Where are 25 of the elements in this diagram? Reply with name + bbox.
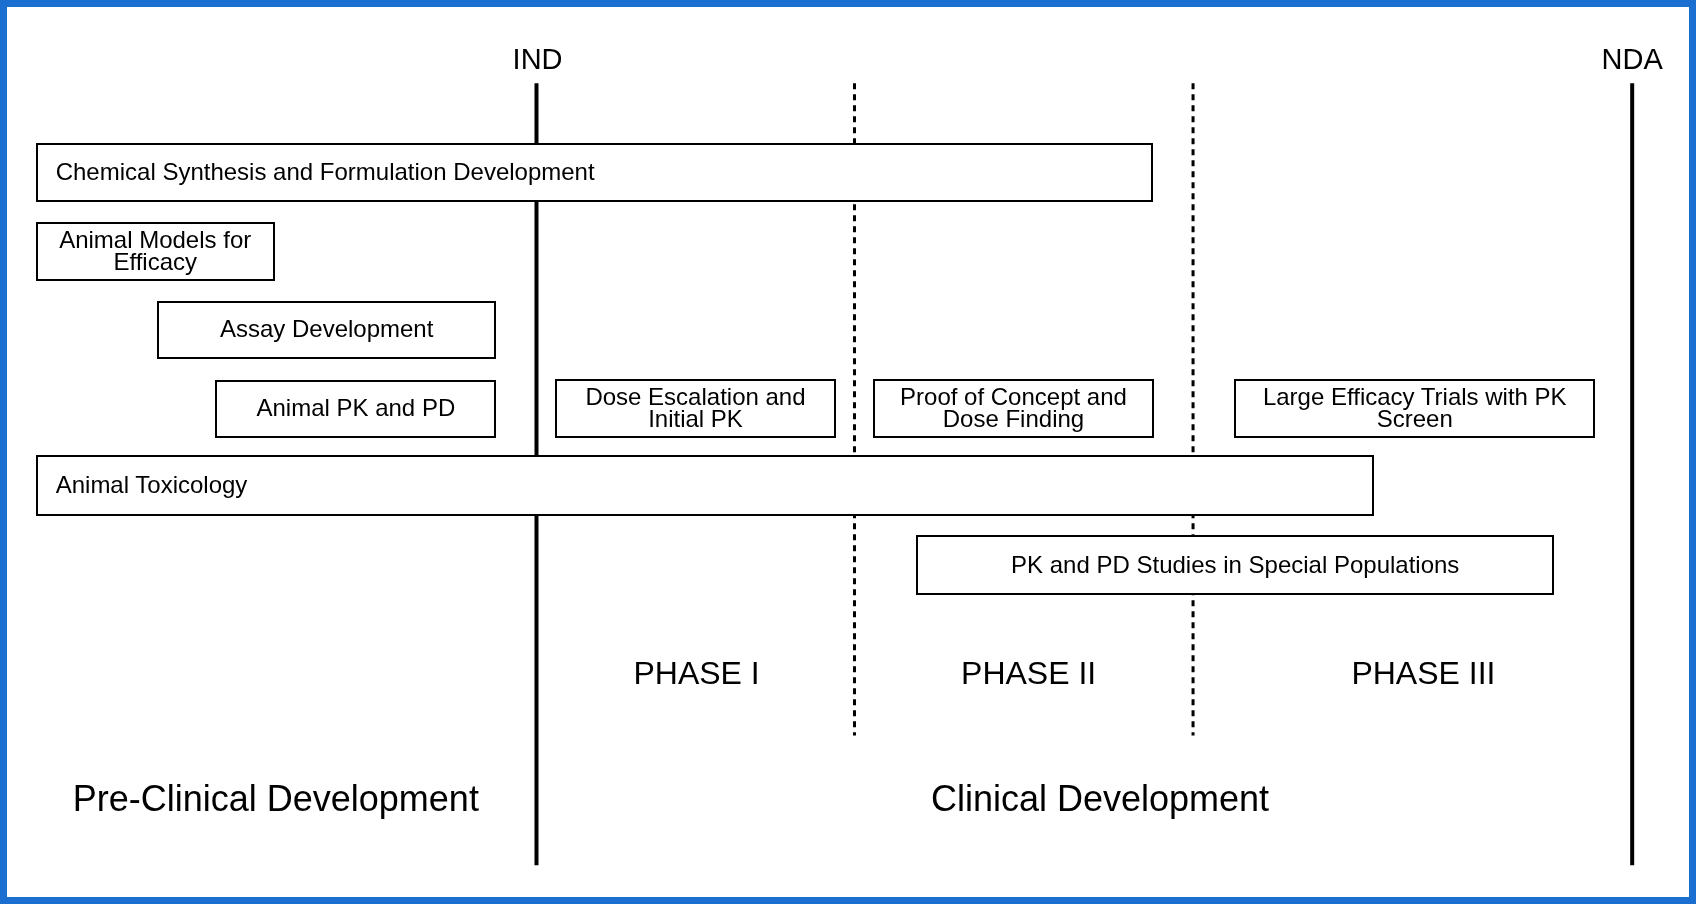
stage-label: Clinical Development — [930, 778, 1270, 821]
activity-bar — [215, 379, 497, 439]
activity-bar — [872, 378, 1155, 439]
activity-label: Large Efficacy Trials with PK Screen — [1261, 385, 1568, 432]
milestone-label: IND — [512, 43, 563, 76]
activity-label: Animal Toxicology — [55, 474, 248, 498]
activity-bar — [916, 535, 1555, 595]
activity-bar — [156, 300, 497, 360]
activity-bar — [35, 221, 275, 282]
activity-label: PK and PD Studies in Special Populations — [1011, 553, 1460, 577]
phase-label: PHASE I — [633, 654, 760, 692]
activity-bar — [35, 142, 1153, 203]
activity-label: Proof of Concept and Dose Finding — [899, 385, 1128, 432]
activity-label: Assay Development — [219, 318, 434, 342]
activity-bar — [554, 378, 837, 439]
activity-label: Animal Models for Efficacy — [58, 228, 253, 275]
activity-label: Animal PK and PD — [256, 397, 456, 421]
phase-label: PHASE II — [961, 654, 1097, 692]
phase-label: PHASE III — [1351, 654, 1496, 692]
activity-label: Chemical Synthesis and Formulation Development — [55, 161, 595, 184]
activity-bar — [35, 455, 1374, 516]
milestone-label: NDA — [1601, 43, 1663, 76]
activity-bar — [1234, 378, 1596, 439]
activity-label: Dose Escalation and Initial PK — [584, 385, 807, 432]
stage-label: Pre-Clinical Development — [72, 778, 479, 821]
